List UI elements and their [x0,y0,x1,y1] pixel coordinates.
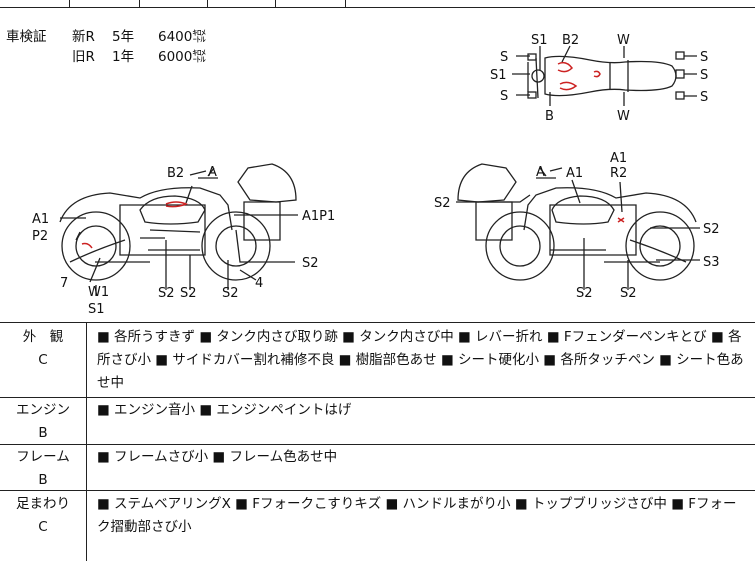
exterior-label: 外 観 [22,329,64,345]
label-a1: A1 [566,166,583,181]
label-s2: S2 [302,256,319,271]
label-s: S [500,89,508,104]
label-p2: P2 [32,229,48,244]
registration-type: 旧R [72,49,95,65]
frame-notes: ■ フレームさび小 ■ フレーム色あせ中 [97,449,338,465]
label-s2: S2 [180,286,197,301]
label-s2: S2 [703,222,720,237]
column-divider [86,322,87,561]
label-a1: A1 [32,212,49,227]
label-seven: 7 [60,276,68,291]
header-divider [69,0,70,7]
label-s: S [700,50,708,65]
damage-marks [81,61,625,249]
label-r2: R2 [610,166,627,181]
frame-grade: B [38,472,48,488]
suspension-notes: ■ ステムベアリングX ■ Fフォークこすりキズ ■ ハンドルまがり小 ■ トッ… [97,496,737,535]
table-top-rule [0,322,755,323]
label-s2: S2 [576,286,593,301]
row-divider [0,397,755,398]
row-divider [0,490,755,491]
label-w: W [617,109,630,124]
engine-notes: ■ エンジン音小 ■ エンジンペイントはげ [97,402,352,418]
label-b2: B2 [562,33,579,48]
registration-years: 5年 [112,29,135,45]
label-s2: S2 [158,286,175,301]
label-a: A [208,165,217,180]
label-a1p1: A1P1 [302,209,335,224]
header-divider [345,0,346,7]
header-divider [207,0,208,7]
engine-grade: B [38,425,48,441]
label-s1: S1 [531,33,548,48]
label-s: S [700,90,708,105]
frame-label: フレーム [16,449,70,465]
engine-label-cell: エンジン B [0,399,86,445]
suspension-grade: C [38,519,48,535]
label-s: S [700,68,708,83]
label-w1: W1 [88,285,109,300]
exterior-grade: C [38,352,48,368]
label-a: A [536,165,545,180]
label-b2: B2 [167,166,184,181]
top-view-bike [527,51,685,100]
registration-row-old: 旧R 1年 6000㌖ [72,48,206,66]
exterior-notes: ■ 各所うすきず ■ タンク内さび取り跡 ■ タンク内さび中 ■ レバー折れ ■… [97,329,744,391]
registration-row-new: 新R 5年 6400㌖ [72,28,206,46]
label-s2: S2 [434,196,451,211]
label-s3: S3 [703,255,720,270]
label-s2: S2 [222,286,239,301]
exterior-label-cell: 外 観 C [0,326,86,372]
header-divider [139,0,140,7]
label-four: 4 [255,276,263,291]
suspension-label: 足まわり [16,496,70,512]
header-rule [0,7,755,8]
registration-km: 6000㌖ [158,49,206,65]
label-a1: A1 [610,151,627,166]
label-s: S [500,50,508,65]
label-b: B [545,109,554,124]
frame-label-cell: フレーム B [0,446,86,492]
registration-label: 車検証 [6,29,47,45]
engine-label: エンジン [16,402,70,418]
row-divider [0,444,755,445]
label-s2: S2 [620,286,637,301]
label-s1: S1 [88,302,105,317]
header-divider [275,0,276,7]
suspension-label-cell: 足まわり C [0,493,86,539]
label-w: W [617,33,630,48]
registration-type: 新R [72,29,95,45]
right-side-bike [457,163,697,281]
registration-km: 6400㌖ [158,29,206,45]
label-s1: S1 [490,68,507,83]
registration-years: 1年 [112,49,135,65]
motorcycle-damage-diagram: S1 B2 W S S1 S B W S S S B2 A A1 P2 A1P1… [32,33,720,317]
